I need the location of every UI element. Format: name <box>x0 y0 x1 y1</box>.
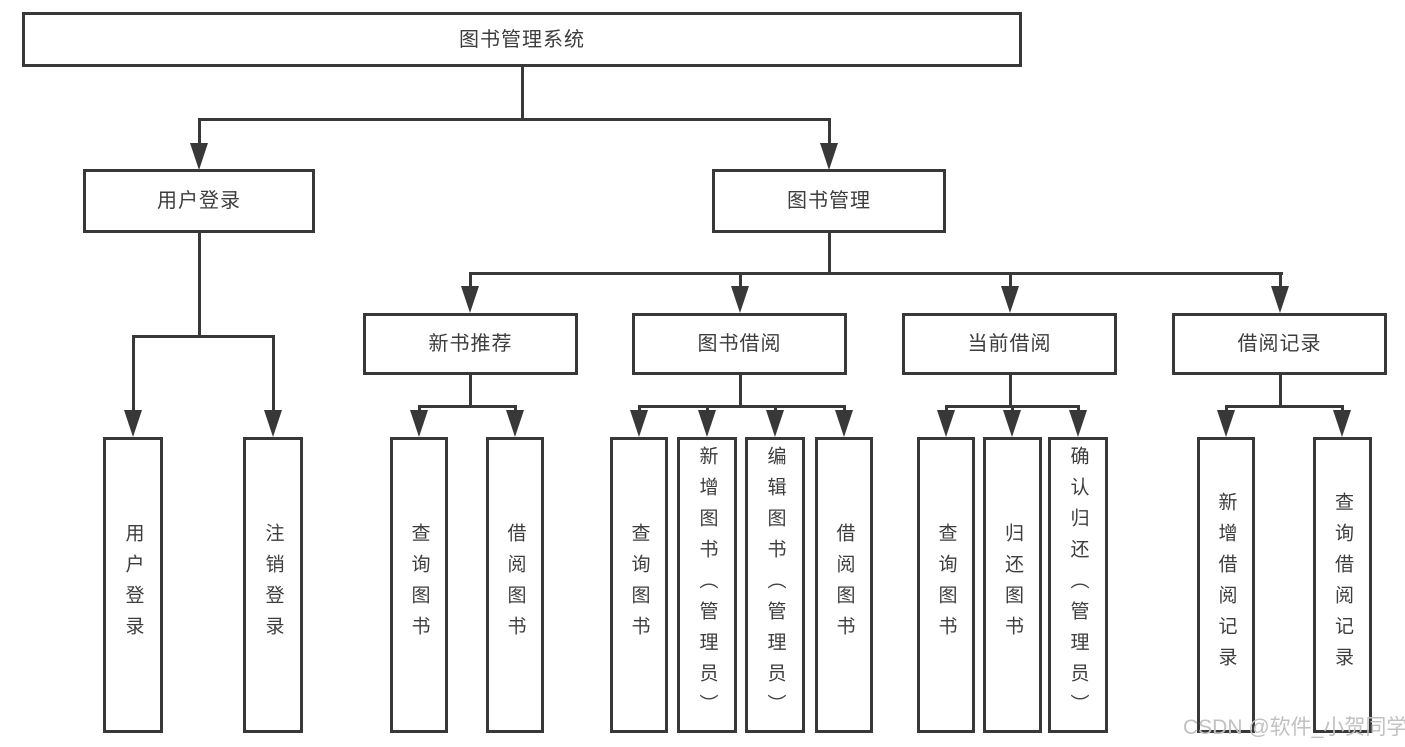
node-label-cb-confirm-return-admin: 确认归还（管理员） <box>1067 445 1089 725</box>
connector-line <box>1009 272 1012 292</box>
connector-line <box>1009 375 1012 407</box>
node-label-borrowing-records: 借阅记录 <box>1237 333 1322 355</box>
connector-line <box>198 118 831 121</box>
connector-line <box>1225 405 1344 408</box>
arrowhead-down-icon <box>1001 286 1019 313</box>
node-label-cb-query-books: 查询图书 <box>935 523 957 647</box>
node-label-user-login-group: 用户登录 <box>157 190 241 212</box>
node-rr-query-record: 查询借阅记录 <box>1313 437 1372 733</box>
arrowhead-down-icon <box>630 410 648 437</box>
arrowhead-down-icon <box>731 286 749 313</box>
node-label-rr-query-record: 查询借阅记录 <box>1332 492 1353 678</box>
arrowhead-down-icon <box>820 143 838 170</box>
connector-line <box>521 67 524 120</box>
node-rr-add-record: 新增借阅记录 <box>1197 437 1255 733</box>
connector-line <box>198 233 201 337</box>
arrowhead-down-icon <box>835 410 853 437</box>
node-book-management: 图书管理 <box>712 169 946 233</box>
node-bb-borrow-books: 借阅图书 <box>815 437 873 733</box>
arrowhead-down-icon <box>1271 286 1289 313</box>
connector-line <box>272 335 275 413</box>
arrowhead-down-icon <box>506 410 524 437</box>
connector-line <box>1279 375 1282 407</box>
arrowhead-down-icon <box>937 410 955 437</box>
connector-line <box>1279 272 1282 292</box>
node-label-cb-return-books: 归还图书 <box>1002 523 1023 647</box>
arrowhead-down-icon <box>698 410 716 437</box>
connector-line <box>828 233 831 274</box>
connector-line <box>828 118 831 146</box>
arrowhead-down-icon <box>124 410 142 437</box>
node-label-rr-add-record: 新增借阅记录 <box>1215 492 1237 678</box>
node-cb-confirm-return-admin: 确认归还（管理员） <box>1048 437 1108 733</box>
connector-line <box>638 405 846 408</box>
arrowhead-down-icon <box>1333 410 1351 437</box>
node-label-bb-edit-books-admin: 编辑图书（管理员） <box>764 445 786 725</box>
node-cb-query-books: 查询图书 <box>917 437 975 733</box>
node-label-new-book-recommend: 新书推荐 <box>428 333 513 355</box>
node-label-bb-add-books-admin: 新增图书（管理员） <box>696 445 718 725</box>
node-label-bb-query-books: 查询图书 <box>628 523 650 647</box>
node-bb-add-books-admin: 新增图书（管理员） <box>677 437 737 733</box>
connector-line <box>469 272 472 292</box>
node-cb-return-books: 归还图书 <box>983 437 1042 733</box>
arrowhead-down-icon <box>1217 410 1235 437</box>
node-bb-query-books: 查询图书 <box>610 437 668 733</box>
connector-line <box>739 272 742 292</box>
arrowhead-down-icon <box>766 410 784 437</box>
node-label-logout: 注销登录 <box>262 523 284 647</box>
node-user-login: 用户登录 <box>103 437 163 733</box>
node-borrowing-records: 借阅记录 <box>1172 313 1387 375</box>
node-new-book-recommend: 新书推荐 <box>363 313 578 375</box>
node-label-rec-borrow-books: 借阅图书 <box>504 523 526 647</box>
connector-line <box>132 335 135 413</box>
node-rec-borrow-books: 借阅图书 <box>486 437 544 733</box>
node-book-borrowing: 图书借阅 <box>632 313 847 375</box>
node-library-system: 图书管理系统 <box>22 12 1022 67</box>
node-user-login-group: 用户登录 <box>83 169 315 233</box>
arrowhead-down-icon <box>1003 410 1021 437</box>
node-label-book-management: 图书管理 <box>787 190 871 212</box>
node-label-bb-borrow-books: 借阅图书 <box>833 523 855 647</box>
node-rec-query-books: 查询图书 <box>390 437 448 733</box>
connector-line <box>469 375 472 407</box>
connector-line <box>198 118 201 146</box>
arrowhead-down-icon <box>264 410 282 437</box>
node-bb-edit-books-admin: 编辑图书（管理员） <box>745 437 805 733</box>
watermark: CSDN @软件_小贺同学 <box>1183 716 1405 739</box>
node-label-rec-query-books: 查询图书 <box>408 523 430 647</box>
connector-line <box>418 405 517 408</box>
arrowhead-down-icon <box>1069 410 1087 437</box>
node-label-book-borrowing: 图书借阅 <box>697 333 782 355</box>
connector-line <box>469 272 1283 275</box>
node-logout: 注销登录 <box>243 437 303 733</box>
connector-line <box>739 375 742 407</box>
arrowhead-down-icon <box>410 410 428 437</box>
arrowhead-down-icon <box>190 143 208 170</box>
node-label-library-system: 图书管理系统 <box>459 28 585 51</box>
node-label-user-login: 用户登录 <box>122 523 144 647</box>
node-current-borrowing: 当前借阅 <box>902 313 1117 375</box>
connector-line <box>132 335 275 338</box>
node-label-current-borrowing: 当前借阅 <box>967 333 1052 355</box>
arrowhead-down-icon <box>461 286 479 313</box>
